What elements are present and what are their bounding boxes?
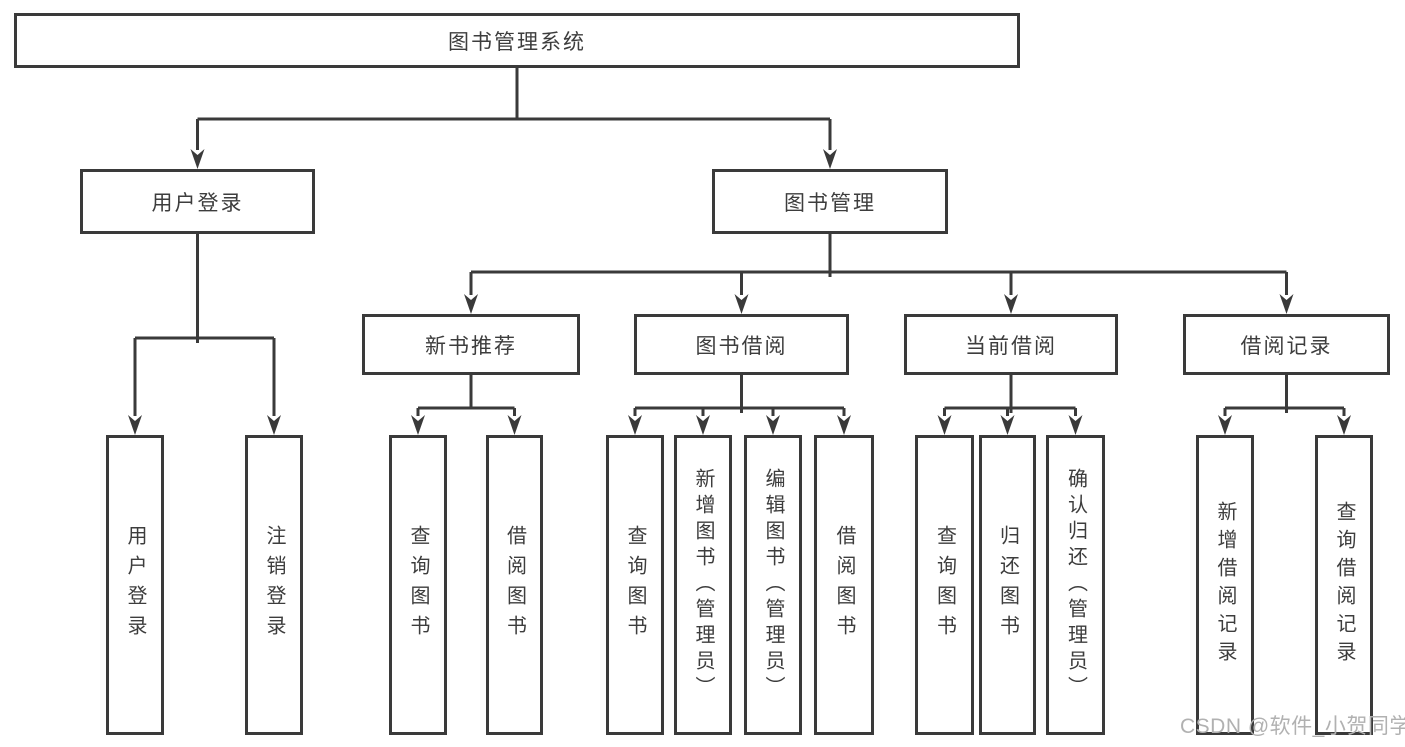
node-borrow-record: 借阅记录 — [1183, 314, 1390, 375]
connector-book-borrow-to-leaves — [628, 375, 851, 435]
node-current-borrow: 当前借阅 — [904, 314, 1118, 375]
csdn-watermark: CSDN @软件_小贺同学 — [1180, 715, 1405, 738]
leaf-query-books-recommend: 查询图书 — [389, 435, 447, 735]
leaf-borrow-books-recommend: 借阅图书 — [486, 435, 543, 735]
leaf-user-login: 用户登录 — [106, 435, 164, 735]
leaf-query-books-borrow: 查询图书 — [606, 435, 664, 735]
node-root-system: 图书管理系统 — [14, 13, 1020, 68]
leaf-return-books: 归还图书 — [979, 435, 1036, 735]
connector-book-mgmt-to-level3 — [464, 234, 1294, 314]
node-user-login: 用户登录 — [80, 169, 315, 234]
leaf-borrow-books: 借阅图书 — [814, 435, 874, 735]
leaf-logout: 注销登录 — [245, 435, 303, 735]
leaf-add-borrow-record: 新增借阅记录 — [1196, 435, 1254, 735]
leaf-add-books-admin: 新增图书（管理员） — [674, 435, 732, 735]
connector-borrow-record-to-leaves — [1218, 375, 1351, 435]
connector-user-login-to-leaves — [128, 234, 281, 435]
connector-new-book-to-leaves — [411, 375, 522, 435]
leaf-confirm-return-admin: 确认归还（管理员） — [1046, 435, 1105, 735]
leaf-edit-books-admin: 编辑图书（管理员） — [744, 435, 802, 735]
connector-root-to-level2 — [190, 68, 837, 169]
node-new-book-recommend: 新书推荐 — [362, 314, 580, 375]
leaf-query-borrow-record: 查询借阅记录 — [1315, 435, 1373, 735]
node-book-borrow: 图书借阅 — [634, 314, 849, 375]
node-book-management: 图书管理 — [712, 169, 948, 234]
leaf-query-books-current: 查询图书 — [915, 435, 974, 735]
connector-current-borrow-to-leaves — [937, 375, 1083, 435]
